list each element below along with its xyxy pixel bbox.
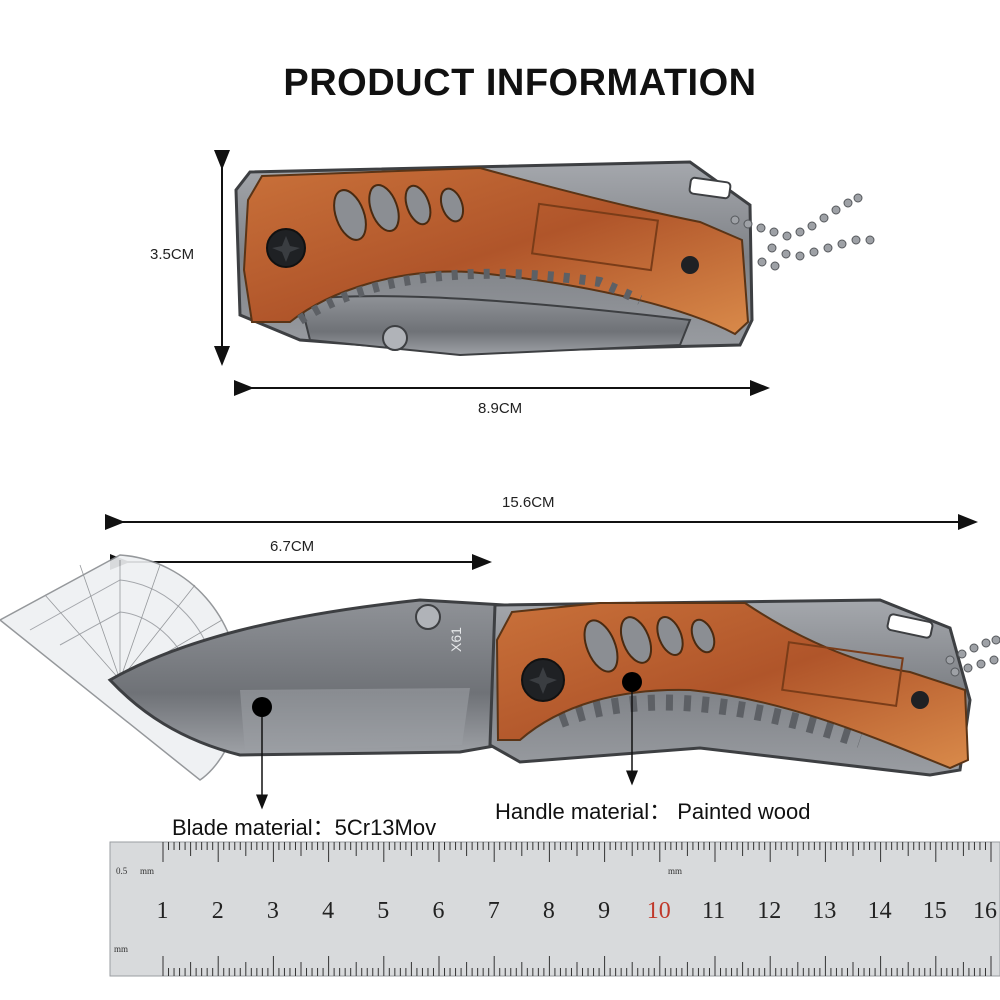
handle-callout-dot	[622, 672, 642, 692]
open-handle-cutout	[656, 616, 684, 656]
open-handle-screw	[911, 691, 929, 709]
ruler-number: 13	[812, 898, 837, 924]
closed-handle-cutout	[404, 184, 432, 226]
open-bead-chain	[945, 635, 1000, 677]
closed-handle-cutout	[333, 189, 367, 241]
ruler-number: 3	[266, 898, 279, 924]
thumb-stud	[382, 325, 408, 351]
ruler-number: 2	[211, 898, 224, 924]
ruler-unit-left: 0.5	[116, 866, 128, 876]
ruler-unit-bottom: mm	[114, 944, 129, 954]
ruler-number: 12	[757, 898, 782, 924]
blade-material-label: Blade material：5Cr13Mov	[172, 815, 437, 840]
open-handle-cutout	[583, 619, 619, 673]
ruler-number: 6	[432, 898, 445, 924]
ruler-number: 11	[702, 898, 726, 924]
blade-marking: X61	[448, 627, 464, 652]
handle-material-label: Handle material： Painted wood	[495, 799, 811, 824]
ruler-number: 16	[973, 898, 997, 924]
blade-bevel	[240, 688, 470, 752]
handle-screw	[681, 256, 699, 274]
open-knife	[107, 598, 1000, 777]
flag-engraving	[530, 202, 660, 272]
closed-handle-cutout	[439, 187, 465, 223]
blade-length-label: 6.7CM	[270, 538, 315, 555]
ruler-unit-mid: mm	[668, 866, 683, 876]
open-flag-engraving	[781, 641, 904, 707]
page-title: PRODUCT INFORMATION	[283, 62, 757, 104]
ruler-number: 7	[487, 898, 500, 924]
open-thumb-stud	[415, 604, 441, 630]
ruler-number: 14	[867, 898, 892, 924]
closed-height-label: 3.5CM	[150, 246, 195, 263]
open-handle-cutout	[619, 616, 653, 664]
ruler-number: 15	[922, 898, 947, 924]
ruler-number: 4	[322, 898, 335, 924]
closed-knife	[234, 160, 875, 357]
open-knife-ribs	[557, 694, 863, 748]
ruler-number: 1	[156, 898, 169, 924]
ruler-number: 9	[598, 898, 611, 924]
ruler-number: 10	[646, 898, 671, 924]
ruler-number: 5	[377, 898, 390, 924]
ruler-number: 8	[542, 898, 555, 924]
ruler-unit-top: mm	[140, 866, 155, 876]
closed-length-label: 8.9CM	[478, 400, 523, 417]
ruler	[109, 841, 1000, 977]
lanyard-hole	[688, 176, 732, 200]
open-length-label: 15.6CM	[502, 494, 555, 511]
closed-handle-cutout	[368, 184, 400, 232]
open-handle-cutout	[690, 618, 716, 654]
bead-chain	[730, 193, 875, 271]
blade-callout-dot	[252, 697, 272, 717]
closed-knife-ribs	[297, 268, 643, 325]
open-lanyard-hole	[886, 613, 934, 639]
